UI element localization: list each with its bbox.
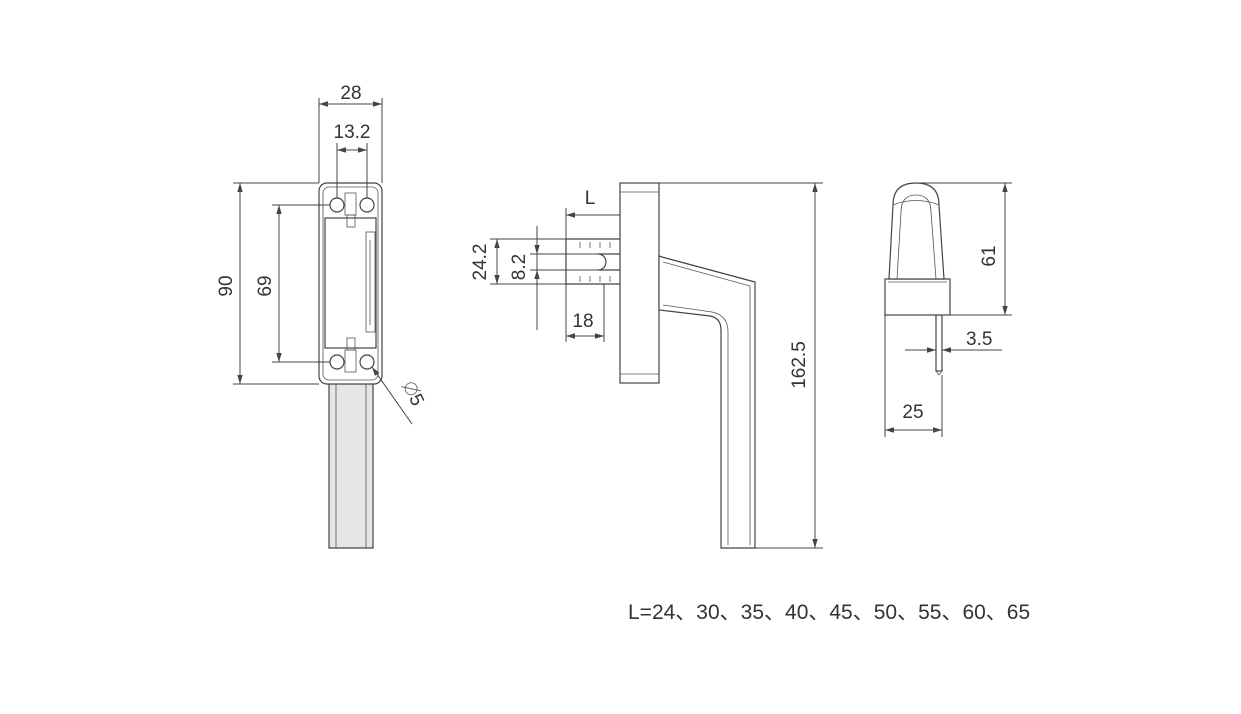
dim-spindle-length: L — [585, 188, 596, 209]
end-view: 61 3.5 25 — [884, 182, 1012, 437]
side-view: L 24.2 8.2 18 162.5 — [470, 182, 823, 549]
end-handle-body — [888, 182, 945, 280]
base-plate-side — [619, 182, 660, 384]
dim-hole-diameter: 5 — [401, 382, 428, 409]
dim-width-overall: 28 — [340, 83, 361, 104]
dim-height-holes: 69 — [255, 275, 276, 296]
bottom-hole-left — [329, 354, 345, 370]
top-hole-right — [359, 197, 375, 213]
dim-handle-length: 162.5 — [789, 341, 810, 389]
dim-slot-height: 8.2 — [509, 254, 530, 280]
dim-end-height: 61 — [979, 245, 1000, 266]
dim-spindle-height: 24.2 — [470, 244, 491, 281]
top-hole-left — [329, 197, 345, 213]
inner-window — [324, 217, 377, 349]
spindle-slot — [597, 253, 620, 271]
spindle-lengths-note: L=24、30、35、40、45、50、55、60、65 — [628, 601, 1031, 624]
front-view: 28 13.2 90 69 5 — [216, 83, 428, 549]
dim-height-overall: 90 — [216, 275, 237, 296]
spindle — [565, 238, 620, 285]
handle-shaft — [328, 384, 374, 549]
base-plate — [318, 182, 383, 385]
dim-base-width: 25 — [902, 402, 923, 423]
dim-spindle-size: 3.5 — [966, 329, 992, 350]
spindle-stub — [935, 314, 943, 372]
dim-width-inner: 13.2 — [334, 122, 371, 143]
end-base-block — [884, 278, 951, 316]
bottom-hole-right — [359, 354, 375, 370]
dim-spindle-width: 18 — [572, 311, 593, 332]
handle-lever — [658, 255, 756, 549]
